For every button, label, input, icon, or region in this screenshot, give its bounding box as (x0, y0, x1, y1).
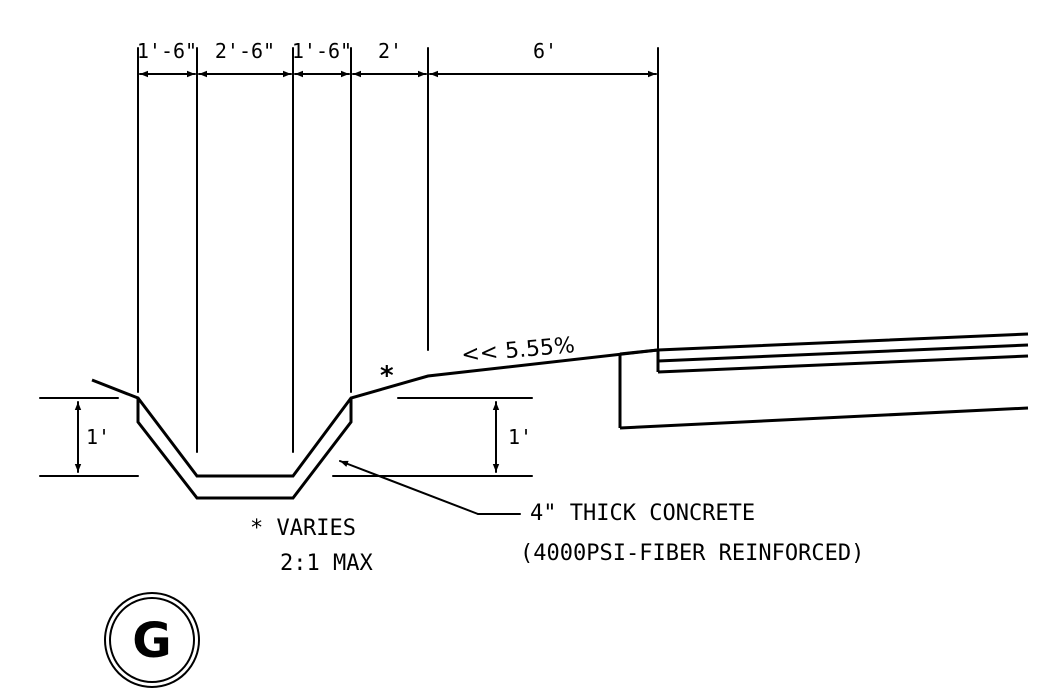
dim-label-1: 1'-6" (137, 39, 197, 63)
callout-leader (339, 460, 521, 515)
detail-tag-letter: G (132, 613, 171, 669)
detail-tag (104, 592, 200, 688)
right-depth-dimension (332, 397, 533, 477)
dim-label-4: 2' (378, 39, 402, 63)
left-depth-dimension (39, 397, 139, 477)
left-depth-label: 1' (86, 425, 110, 449)
dim-label-2: 2'-6" (215, 39, 275, 63)
dim-label-5: 6' (533, 39, 557, 63)
varies-asterisk: * (380, 361, 394, 391)
varies-note-line-2: 2:1 MAX (280, 551, 373, 576)
dim-label-3: 1'-6" (292, 39, 352, 63)
callout-line-2: (4000PSI-FIBER REINFORCED) (520, 541, 864, 566)
concrete-lining (136, 398, 353, 500)
right-depth-label: 1' (508, 425, 532, 449)
varies-note-line-1: * VARIES (250, 516, 356, 541)
extension-lines (137, 47, 659, 453)
pavement-section (618, 343, 1029, 430)
callout-line-1: 4" THICK CONCRETE (530, 501, 755, 526)
